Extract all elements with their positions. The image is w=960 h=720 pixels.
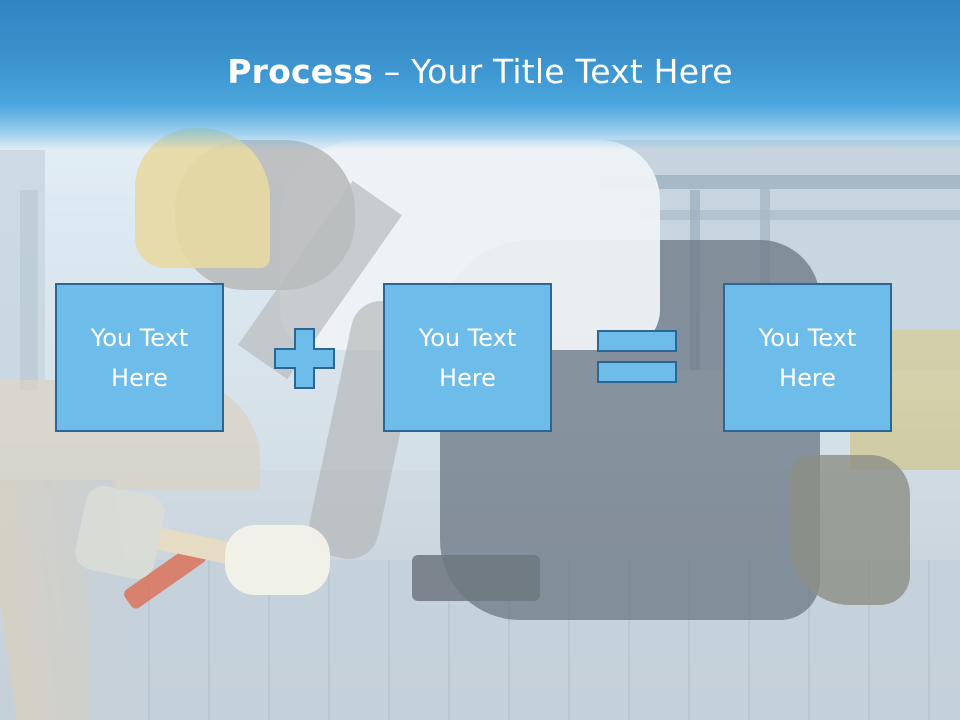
title-bar: Process – Your Title Text Here: [0, 0, 960, 150]
box-text-line: Here: [439, 363, 496, 392]
box-text-line: You Text: [758, 323, 857, 352]
box-text-line: Here: [111, 363, 168, 392]
title-rest: – Your Title Text Here: [373, 52, 733, 91]
work-glove: [225, 525, 330, 595]
box-text-line: Here: [779, 363, 836, 392]
hard-hat: [135, 128, 270, 268]
structure-beam: [600, 175, 960, 189]
title-bold: Process: [227, 52, 374, 91]
process-box-2[interactable]: You Text Here: [383, 283, 552, 432]
box-text-line: You Text: [90, 323, 189, 352]
box-text-line: You Text: [418, 323, 517, 352]
paving-brick: [412, 555, 540, 601]
equals-icon: [597, 330, 677, 383]
worker-boot: [790, 455, 910, 605]
slide-title[interactable]: Process – Your Title Text Here: [0, 52, 960, 91]
plus-icon: [274, 328, 335, 389]
background-building: [20, 190, 38, 390]
process-box-3[interactable]: You Text Here: [723, 283, 892, 432]
structure-beam: [640, 210, 960, 220]
process-box-1[interactable]: You Text Here: [55, 283, 224, 432]
